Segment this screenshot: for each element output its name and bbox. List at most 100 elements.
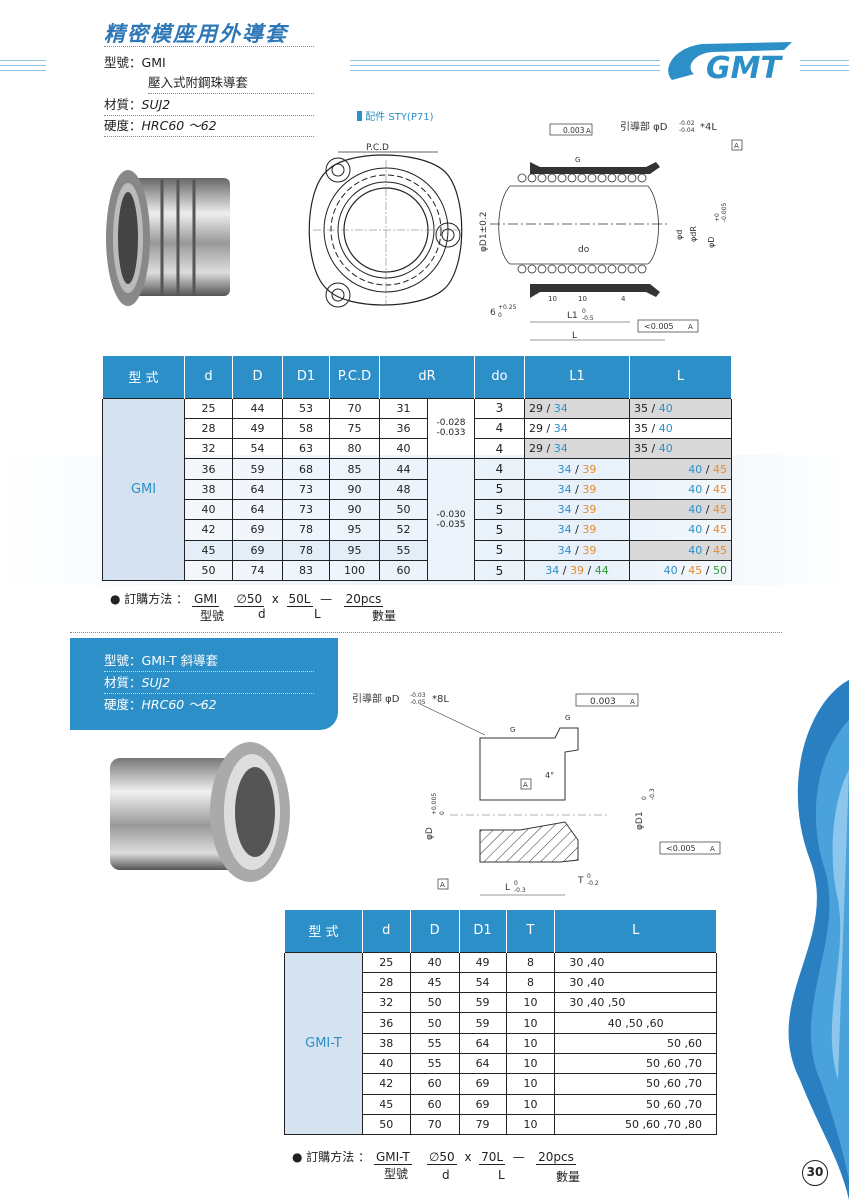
- l-part: 40: [663, 564, 678, 578]
- order2-l: 70L: [479, 1150, 506, 1165]
- concentric2-value: <0.005: [666, 844, 696, 853]
- l1-tol-lower: -0.5: [582, 315, 594, 322]
- l-part: /: [702, 503, 713, 517]
- cell-pcd: 80: [329, 438, 380, 460]
- cell-l: 40 / 45 / 50: [629, 559, 732, 582]
- t2-tol-lower: -0.2: [587, 880, 599, 887]
- lead-in2-label: 引導部 φD: [352, 692, 400, 705]
- cell2-d: 28: [361, 971, 411, 994]
- dim-10a: 10: [548, 295, 557, 303]
- hardness-value: HRC60 ～62: [141, 118, 217, 133]
- accessory-note: 配件 STY(P71): [357, 108, 434, 123]
- lead-in-tol-upper: -0.02: [679, 120, 695, 127]
- cell2-D: 45: [409, 971, 460, 994]
- order2-x: x: [464, 1150, 472, 1164]
- l-part: 45: [713, 462, 727, 476]
- cell2-D1: 69: [458, 1093, 507, 1115]
- cell2-T: 8: [505, 951, 556, 973]
- order-sub-model-1: 型號: [200, 609, 225, 623]
- l-part: 40: [658, 421, 673, 435]
- cell-dr: 40: [379, 438, 428, 460]
- cell2-L: 30 ,40: [554, 951, 717, 973]
- header-d: d: [184, 356, 233, 398]
- d1-2-tol-lower: -0.3: [649, 788, 656, 800]
- cell-do: 4: [474, 438, 525, 460]
- cell-pcd: 95: [329, 539, 380, 561]
- six-tol-upper: +0.25: [498, 304, 517, 311]
- header-stripes-right: [800, 60, 849, 71]
- l-part: 40: [658, 442, 673, 456]
- order2-label: ● 訂購方法 ：: [292, 1150, 371, 1164]
- cell2-D: 60: [409, 1073, 460, 1095]
- six-tol-lower: 0: [498, 312, 502, 319]
- hardness-spec: 硬度：HRC60 ～62: [104, 115, 314, 137]
- cell2-D: 55: [409, 1052, 460, 1075]
- tol-cell-a: -0.028-0.033: [427, 397, 475, 460]
- hardness2-spec: 硬度：HRC60 ～62: [104, 694, 314, 713]
- pcd-label: P.C.D: [366, 143, 389, 153]
- cell-l1: 34 / 39 / 44: [524, 559, 630, 582]
- dd2-tol-lower: 0: [439, 811, 446, 815]
- cell2-T: 10: [505, 1052, 556, 1075]
- cell-D: 64: [232, 478, 283, 500]
- dd-tol-lower: -0.005: [721, 202, 728, 222]
- l-part: 40: [688, 482, 703, 496]
- order2-d: ∅50: [426, 1150, 457, 1165]
- l-part: /: [702, 462, 713, 476]
- order-sub-l-2: L: [498, 1168, 505, 1182]
- l-part: 40: [688, 543, 703, 557]
- l1-part: 34: [557, 482, 572, 496]
- l-part: 40: [688, 462, 703, 476]
- cell-l1: 34 / 39: [524, 519, 630, 541]
- cell-dr: 44: [379, 458, 428, 480]
- cell-D1: 78: [282, 519, 330, 541]
- order-x: x: [271, 592, 279, 606]
- l1-part: 34: [557, 462, 572, 476]
- datum2-a: A: [523, 781, 528, 789]
- top-left-tab: [70, 0, 80, 130]
- l1-part: 39: [582, 482, 597, 496]
- g-label: G: [575, 156, 580, 164]
- cell2-D: 60: [409, 1093, 460, 1115]
- cell2-d: 45: [361, 1093, 411, 1115]
- cell-l: 35 / 40: [629, 397, 732, 419]
- order-model: GMI: [191, 592, 220, 607]
- material2-label: 材質：: [104, 675, 142, 690]
- l1-part: 29 /: [529, 401, 554, 415]
- cell-D1: 63: [282, 438, 330, 460]
- material2-spec: 材質：SUJ2: [104, 672, 314, 694]
- l2-label: L: [505, 883, 510, 893]
- l1-part: 34: [553, 442, 568, 456]
- cell2-T: 10: [505, 992, 556, 1014]
- cell2-D: 70: [409, 1113, 460, 1136]
- header-dr: dR: [379, 356, 475, 398]
- cell-D1: 58: [282, 417, 330, 440]
- cell-d: 25: [184, 397, 233, 419]
- order2-dash: —: [512, 1150, 525, 1164]
- l-part: 40: [658, 401, 673, 415]
- l1-part: 34: [557, 523, 572, 537]
- l-part: /: [702, 523, 713, 537]
- cell-dr: 31: [379, 397, 428, 419]
- tol-cell-b: -0.030-0.035: [427, 458, 475, 582]
- l1-part: 39: [582, 462, 597, 476]
- title-underline: [104, 46, 314, 47]
- cell2-D1: 64: [458, 1032, 507, 1054]
- l1-part: /: [571, 523, 583, 537]
- cell-do: 5: [474, 559, 525, 582]
- gmi-product-photo: [106, 170, 230, 306]
- cell-D1: 73: [282, 478, 330, 500]
- l1-tol-upper: 0: [582, 308, 586, 315]
- material-spec: 材質：SUJ2: [104, 94, 314, 116]
- cell-do: 3: [474, 397, 525, 419]
- l-part: 45: [713, 543, 727, 557]
- order-dash: —: [320, 592, 333, 606]
- d1-2-tol-upper: 0: [641, 796, 648, 800]
- l1-part: 44: [594, 564, 609, 578]
- cell-d: 32: [184, 438, 233, 460]
- cell-D: 49: [232, 417, 283, 440]
- g2-label-a: G: [510, 726, 515, 734]
- concentric2-datum: A: [710, 845, 715, 853]
- order-label: ● 訂購方法 ：: [110, 592, 189, 606]
